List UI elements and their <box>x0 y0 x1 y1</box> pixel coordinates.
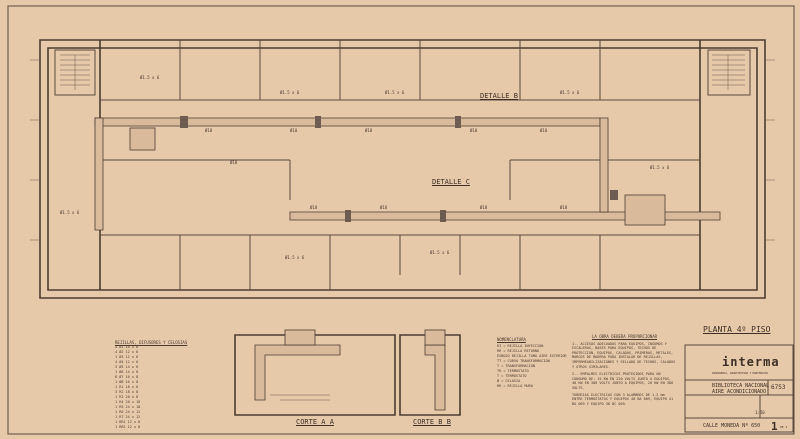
room-label: Ø1.5 x 6 <box>560 90 580 95</box>
title-block-frame <box>684 344 794 433</box>
room-label: Ø1.5 x 6 <box>285 255 305 260</box>
company-subtitle: INGENIERIA, ARQUITECTURA Y MANTENCION <box>712 372 768 375</box>
stairs-left <box>54 49 96 96</box>
note-item: TUBERIAS ELECTRICAS CON 3 ALAMBRES DE 1.… <box>572 392 674 406</box>
nomenclature-title: NOMENCLATURA <box>497 337 526 342</box>
client-name: BIBLIOTECA NACIONAL <box>712 383 770 389</box>
duct-label: Ø18 <box>205 128 213 133</box>
duct-label: Ø18 <box>290 128 298 133</box>
duct-label: Ø18 <box>230 160 238 165</box>
section-b-b <box>399 329 461 416</box>
contractor-notes: LA OBRA DEBERA PROPORCIONAR 1.- ACCESOS … <box>572 334 677 406</box>
duct-label: Ø18 <box>365 128 373 133</box>
nomenclature-item: T = TRANSFORMACION <box>497 364 535 368</box>
nomenclature-item: TT = CURVA TRANSFORMACION <box>497 359 550 363</box>
nomenclature: NOMENCLATURA RI = REJILLA INYECCION RR =… <box>497 337 572 389</box>
legend-row: 4 Ø4 12 x 6 <box>115 360 139 364</box>
note-item: 2.- EMPALMES ELECTRICOS PROTEGIDOS PARA … <box>572 372 674 390</box>
duct-label: Ø18 <box>560 205 568 210</box>
legend-row: 1 Ø3 12 x 6 <box>115 355 139 359</box>
legend-row: 8 Ø7 16 x 8 <box>115 375 139 379</box>
duct-label: Ø18 <box>480 205 488 210</box>
room-label: Ø1.5 x 6 <box>280 90 300 95</box>
nomenclature-item: RR = REJILLA MURO <box>497 384 533 388</box>
grille-legend: REJILLAS, DIFUSORES Y CELOSIAS 4 Ø1 10 x… <box>115 340 187 430</box>
building-walls <box>30 39 775 299</box>
nomenclature-item: RR = REJILLA RETORNO <box>497 349 540 353</box>
company-logo: interma <box>722 355 780 369</box>
legend-row: 4 Ø2 12 x 6 <box>115 350 139 354</box>
legend-row: 4 Ø1 10 x 6 <box>115 345 139 349</box>
legend-row: 1 R1 18 x 6 <box>115 385 139 389</box>
sheet-number: 1 <box>771 420 778 433</box>
scale-value: 1:50 <box>755 410 765 415</box>
notes-title: LA OBRA DEBERA PROPORCIONAR <box>591 334 658 339</box>
legend-row: 1 R7 24 x 12 <box>115 415 141 419</box>
nomenclature-item: T = TERMOSTATO <box>497 374 527 378</box>
address: CALLE MONEDA Nº 650 <box>703 423 761 429</box>
legend-row: 1 R6 24 x 12 <box>115 410 141 414</box>
room-label: Ø1.5 x 6 <box>650 165 670 170</box>
note-item: 1.- ACCESOS ADECUADOS PARA EQUIPOS, INSU… <box>572 341 676 369</box>
detail-b-label: DETALLE B <box>480 92 518 100</box>
legend-row: 1 Ø8 16 x 8 <box>115 380 139 384</box>
legend-row: 1 RR2 12 x 8 <box>115 425 141 429</box>
duct-label: Ø18 <box>540 128 548 133</box>
nomenclature-item: Ø = CELOSIA <box>497 379 521 383</box>
legend-title: REJILLAS, DIFUSORES Y CELOSIAS <box>115 340 188 345</box>
room-label: Ø1.5 x 6 <box>60 210 80 215</box>
legend-row: 1 RR1 12 x 6 <box>115 420 141 424</box>
section-b-b-label: CORTE B B <box>413 418 451 426</box>
legend-row: 1 R5 24 x 10 <box>115 405 141 409</box>
legend-row: 3 Ø5 14 x 6 <box>115 365 139 369</box>
legend-row: 1 R3 20 x 8 <box>115 395 139 399</box>
nomenclature-item: RI = REJILLA INYECCION <box>497 344 544 348</box>
room-label: Ø1.5 x 6 <box>140 75 160 80</box>
section-a-a-label: CORTE A A <box>296 418 334 426</box>
duct-runs <box>94 116 721 231</box>
legend-row: 1 Ø6 14 x 8 <box>115 370 139 374</box>
sheet-of: DE 1 <box>780 425 788 429</box>
project-name: AIRE ACONDICIONADO <box>712 389 767 395</box>
detail-c-label: DETALLE C <box>432 178 470 186</box>
duct-label: Ø18 <box>380 205 388 210</box>
nomenclature-item: TR = TERMOSTATO <box>497 369 529 373</box>
legend-row: 1 R4 20 x 10 <box>115 400 141 404</box>
room-label: Ø1.5 x 6 <box>385 90 405 95</box>
plan-number: 6753 <box>771 384 786 391</box>
section-a-a <box>234 329 396 416</box>
sheet-border <box>7 5 795 435</box>
room-label: Ø1.5 x 6 <box>430 250 450 255</box>
stairs-right <box>707 49 751 96</box>
duct-label: Ø18 <box>470 128 478 133</box>
nomenclature-item: ESBOZO REJILLA TOMA AIRE EXTERIOR <box>497 354 567 358</box>
legend-row: 3 R2 18 x 8 <box>115 390 139 394</box>
drawing-title: PLANTA 4º PISO <box>703 325 771 334</box>
duct-label: Ø18 <box>310 205 318 210</box>
